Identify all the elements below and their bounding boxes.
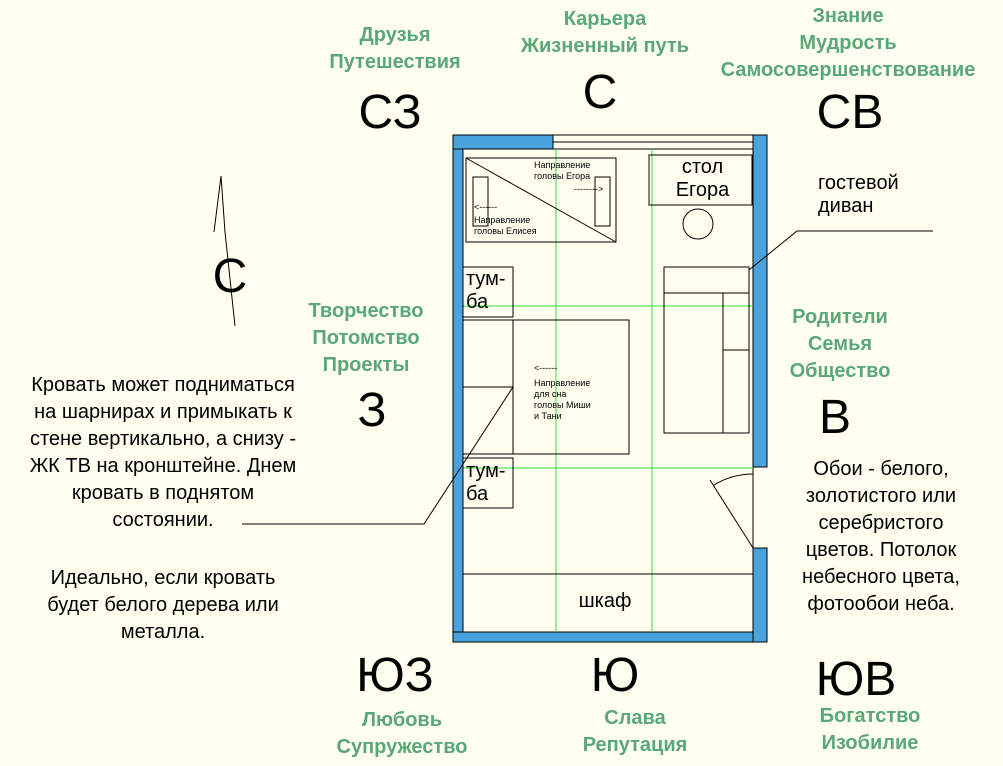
note-wallpaper: Обои - белого, золотистого или серебрист… (802, 458, 960, 615)
guest-sofa-label: гостевой диван (818, 172, 899, 217)
direction-ne: СВ (816, 86, 884, 139)
note-bed: Кровать может подниматься на шарнирах и … (29, 374, 297, 531)
zone-e: Родители Семья Общество (789, 306, 891, 382)
desk-label: стол Егора (675, 156, 730, 201)
direction-nw: СЗ (358, 86, 422, 139)
zone-s: Слава Репутация (582, 707, 688, 756)
zone-nw: Друзья Путешествия (329, 24, 461, 73)
door (709, 473, 754, 549)
zone-n: Карьера Жизненный путь (520, 8, 690, 57)
direction-s: Ю (590, 649, 640, 702)
guest-sofa (663, 266, 750, 434)
zone-ne: Знание Мудрость Самосовершенствование (720, 5, 976, 81)
bed-head-label: Направление для сна головы Миши и Тани (534, 378, 591, 421)
direction-w: З (357, 384, 387, 437)
bunk-head-elisey-label: Направление головы Елисея (474, 215, 537, 236)
zone-sw: Любовь Супружество (336, 709, 468, 758)
nightstand-top-label: тум- ба (466, 268, 506, 313)
direction-n: С (582, 66, 618, 119)
zone-w: Творчество Потомство Проекты (308, 300, 424, 376)
direction-sw: ЮЗ (356, 649, 434, 702)
direction-se: ЮВ (815, 653, 897, 706)
room-walls (452, 134, 768, 643)
bagua-grid (463, 149, 753, 632)
direction-e: В (818, 391, 851, 444)
nightstands (462, 266, 514, 509)
wardrobe-label: шкаф (578, 590, 632, 612)
zone-se: Богатство Изобилие (819, 705, 921, 754)
bed-arrow-left: <------ (534, 363, 558, 373)
nightstand-bottom-label: тум- ба (466, 460, 506, 505)
compass-label: С (212, 250, 248, 303)
leader-lines (242, 230, 933, 525)
bunk-arrow-left: <------ (474, 202, 498, 212)
bunk-arrow-right: --------> (574, 184, 604, 194)
desk (648, 154, 753, 240)
bunk-head-egor-label: Направление головы Егора (534, 160, 591, 181)
note-bed-material: Идеально, если кровать будет белого дере… (47, 567, 279, 643)
compass-needle (213, 175, 236, 327)
bunk-bed (465, 157, 617, 243)
